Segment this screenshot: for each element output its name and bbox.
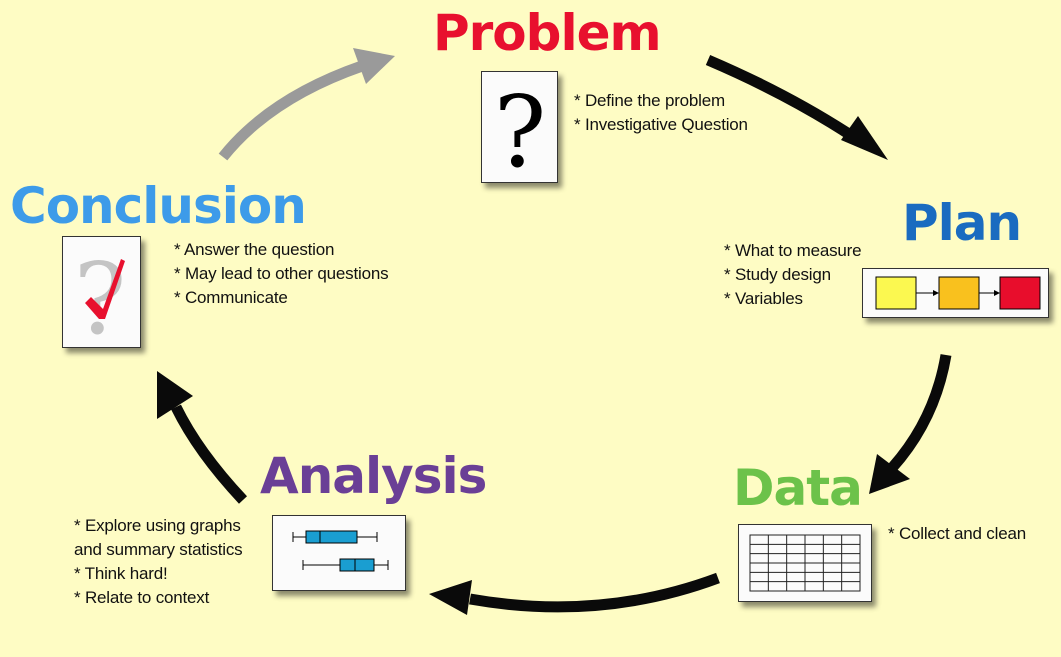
svg-text:?: ? (494, 76, 547, 182)
arrow-conclusion-to-problem (218, 60, 364, 161)
flow-box-3 (999, 276, 1041, 310)
arrow-analysis-to-conclusion-head (157, 371, 193, 419)
boxplot-card (272, 515, 406, 591)
arrow-plan-to-data (887, 354, 952, 472)
bullet-item: * Define the problem (574, 91, 725, 110)
flow-box-2 (938, 276, 980, 310)
bullet-item: * Communicate (174, 288, 288, 307)
spreadsheet-card (738, 524, 872, 602)
flowchart-card (862, 268, 1049, 318)
bullet-item: * May lead to other questions (174, 264, 389, 283)
arrow-plan-to-data-head (869, 454, 910, 494)
analysis-bullets: * Explore using graphs and summary stati… (74, 514, 243, 610)
conclusion-bullets: * Answer the question * May lead to othe… (174, 238, 389, 310)
spreadsheet-icon (749, 534, 861, 592)
flow-box-1 (875, 276, 917, 310)
bullet-item: * Relate to context (74, 588, 210, 607)
checkmark-icon (85, 259, 125, 319)
arrow-problem-to-plan (705, 54, 859, 143)
arrow-analysis-to-conclusion (171, 404, 248, 504)
arrow-problem-to-plan-head (841, 116, 888, 160)
bullet-item: * Explore using graphs (74, 516, 241, 535)
plan-bullets: * What to measure * Study design * Varia… (724, 239, 862, 311)
question-check-card: ? (62, 236, 141, 348)
problem-title: Problem (433, 4, 662, 62)
plan-title: Plan (902, 194, 1022, 252)
boxplot-lower (302, 558, 389, 572)
arrow-conclusion-to-problem-head (353, 48, 395, 84)
bullet-item: * Study design (724, 265, 831, 284)
bullet-item: * Answer the question (174, 240, 335, 259)
bullet-item: * Variables (724, 289, 803, 308)
bullet-item: * Collect and clean (888, 524, 1026, 543)
boxplot-icon (292, 530, 389, 572)
data-bullets: * Collect and clean (888, 522, 1026, 546)
bullet-item: and summary statistics (74, 540, 243, 559)
flowchart-icon (875, 276, 1041, 310)
question-mark-card: ? (481, 71, 558, 183)
bullet-item: * Investigative Question (574, 115, 748, 134)
analysis-title: Analysis (260, 447, 487, 505)
question-mark-icon: ? (494, 76, 547, 182)
conclusion-title: Conclusion (10, 177, 307, 235)
problem-bullets: * Define the problem * Investigative Que… (574, 89, 748, 137)
bullet-item: * Think hard! (74, 564, 168, 583)
arrow-data-to-analysis (469, 572, 720, 613)
arrow-data-to-analysis-head (429, 580, 472, 615)
svg-text:?: ? (74, 243, 127, 347)
boxplot-upper (292, 530, 378, 544)
question-check-icon: ? (74, 243, 127, 347)
data-title: Data (733, 459, 863, 517)
bullet-item: * What to measure (724, 241, 862, 260)
